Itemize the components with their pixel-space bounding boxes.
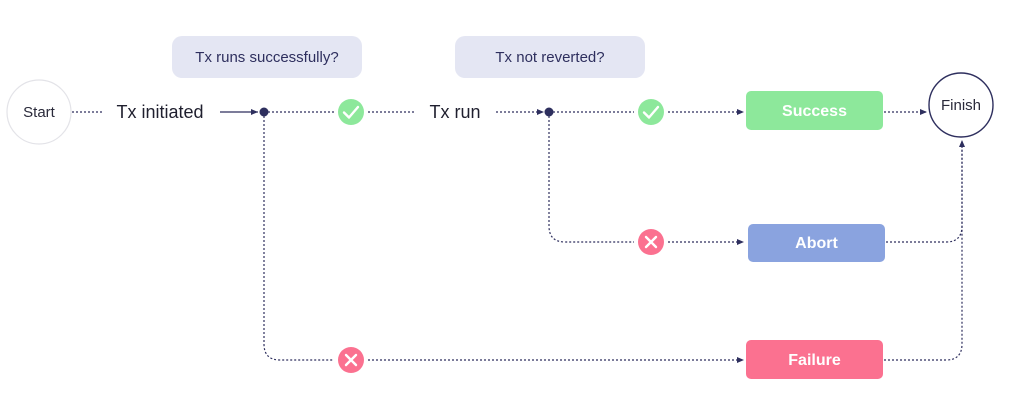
finish-node: Finish — [928, 72, 994, 138]
tx-initiated-label: Tx initiated — [116, 102, 203, 122]
cross-icon — [338, 347, 364, 373]
question-runs-successfully: Tx runs successfully? — [172, 36, 362, 78]
outcome-success-label: Success — [782, 103, 847, 120]
cross-icon — [638, 229, 664, 255]
finish-label: Finish — [941, 97, 981, 114]
check-icon — [338, 99, 364, 125]
question-runs-successfully-text: Tx runs successfully? — [195, 49, 338, 66]
connector-branch2-to-cross2 — [548, 112, 634, 243]
outcome-abort-label: Abort — [795, 235, 838, 252]
start-label: Start — [23, 104, 56, 121]
question-not-reverted: Tx not reverted? — [455, 36, 645, 78]
check-icon — [638, 99, 664, 125]
connector-abort-to-finish — [886, 140, 965, 243]
connector-branch1-to-cross1 — [263, 112, 334, 361]
outcome-success: Success — [746, 91, 883, 130]
connectors — [72, 109, 965, 363]
tx-run-label: Tx run — [429, 102, 480, 122]
connector-failure-to-finish — [884, 140, 963, 361]
outcome-abort: Abort — [748, 224, 885, 262]
outcome-failure: Failure — [746, 340, 883, 379]
start-node: Start — [6, 79, 72, 145]
question-not-reverted-text: Tx not reverted? — [495, 49, 604, 66]
branch-dot-2 — [544, 107, 554, 117]
outcome-failure-label: Failure — [788, 352, 841, 369]
branch-dot-1 — [259, 107, 269, 117]
